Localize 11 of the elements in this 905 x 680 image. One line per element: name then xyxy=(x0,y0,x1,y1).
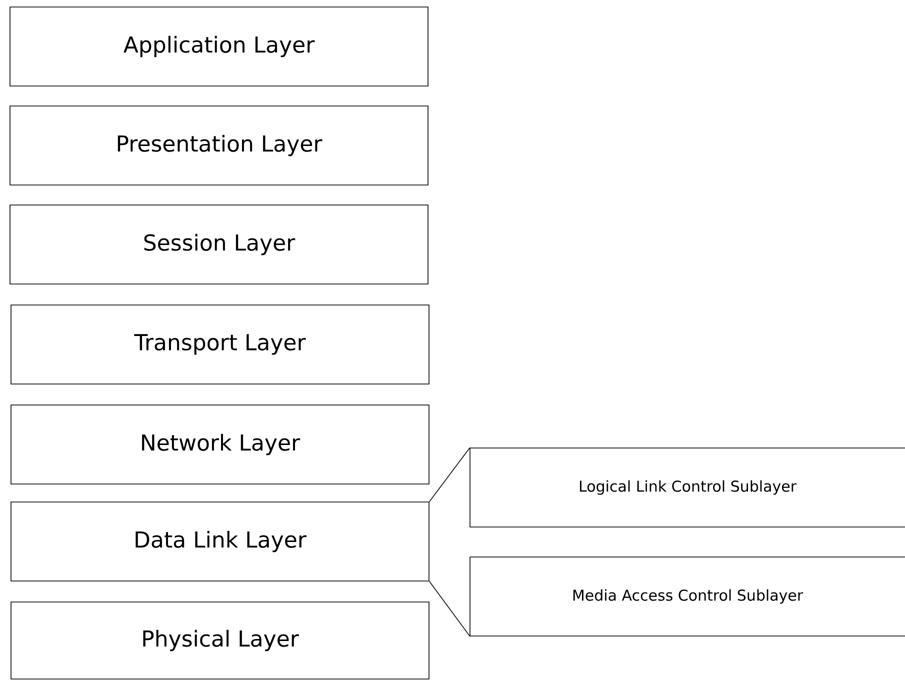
connector-line xyxy=(429,447,470,502)
layer-box: Physical Layer xyxy=(10,602,430,680)
layer-box: Application Layer xyxy=(10,6,428,86)
layer-box: Session Layer xyxy=(10,204,428,284)
sublayer-box: Media Access Control Sublayer xyxy=(470,556,905,636)
layer-box: Network Layer xyxy=(10,404,430,484)
sublayer-box: Logical Link Control Sublayer xyxy=(470,448,905,528)
layer-box: Presentation Layer xyxy=(10,106,428,186)
layer-box: Data Link Layer xyxy=(10,502,430,582)
connector-line xyxy=(429,580,470,637)
layer-box: Transport Layer xyxy=(10,304,430,384)
